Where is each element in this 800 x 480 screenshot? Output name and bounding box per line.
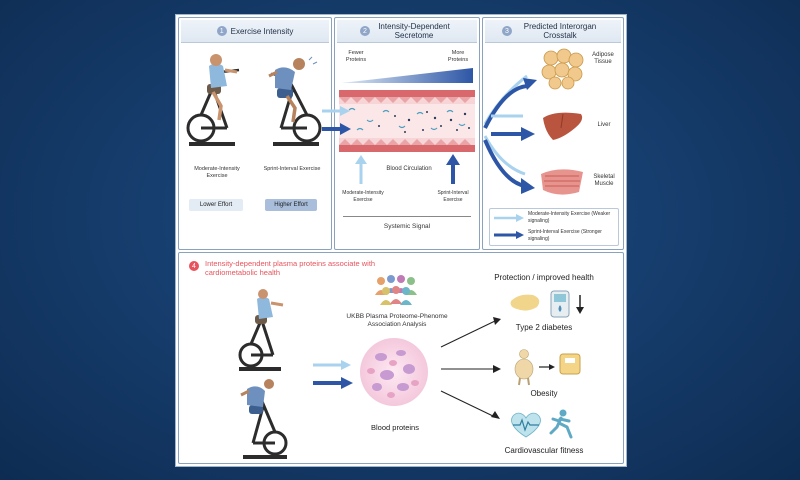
legend-light-arrow-icon <box>494 214 524 222</box>
panel3-header: 3 Predicted Interorgan Crosstalk <box>485 20 621 43</box>
panel2-moderate-label: Moderate-Intensity Exercise <box>342 190 384 203</box>
panel4-intensity-arrows <box>313 360 353 389</box>
panel-interorgan-crosstalk: 3 Predicted Interorgan Crosstalk Adipose… <box>482 17 624 250</box>
p1-to-p2-arrows <box>322 106 351 135</box>
moderate-up-arrow <box>355 155 367 184</box>
panel3-number: 3 <box>502 26 512 36</box>
protection-header: Protection / improved health <box>494 273 594 282</box>
panel3-title: Predicted Interorgan Crosstalk <box>523 22 597 40</box>
blood-vessel-illustration <box>339 90 475 152</box>
liver-icon <box>543 112 583 140</box>
panel2-number: 2 <box>360 26 370 36</box>
outcome-diabetes-label: Type 2 diabetes <box>515 323 573 332</box>
right-arrow-icon <box>539 364 555 370</box>
sprint-cyclist-icon <box>268 56 322 146</box>
legend-sprint-label: Sprint-Interval Exercise (Stronger signa… <box>528 229 602 242</box>
skeletal-muscle-icon <box>541 169 583 195</box>
figure-sheet: 1 Exercise Intensity <box>175 14 627 467</box>
panel2-header: 2 Intensity-Dependent Secretome <box>337 20 477 43</box>
outcome-arrows <box>440 317 501 419</box>
heart-monitor-icon <box>511 412 541 438</box>
legend-moderate-label: Moderate-Intensity Exercise (Weaker sign… <box>528 211 611 224</box>
panel-cardiometabolic: 4 Intensity-dependent plasma proteins as… <box>178 252 624 464</box>
higher-effort-tag: Higher Effort <box>265 199 317 211</box>
scale-icon <box>559 353 581 375</box>
body-figure-icon <box>514 349 534 386</box>
fewer-proteins-label: Fewer Proteins <box>345 50 367 63</box>
down-arrow-icon <box>576 295 584 314</box>
organ-muscle-label: Skeletal Muscle <box>593 174 615 187</box>
panel-secretome: 2 Intensity-Dependent Secretome Fewer Pr… <box>334 17 480 250</box>
panel2-sprint-label: Sprint-Interval Exercise <box>437 190 469 203</box>
more-proteins-label: More Proteins <box>447 50 469 63</box>
population-group-icon <box>375 275 417 305</box>
panel-exercise-intensity: 1 Exercise Intensity <box>178 17 332 250</box>
outcome-obesity-label: Obesity <box>530 389 558 398</box>
blood-circulation-label: Blood Circulation <box>386 166 432 172</box>
sprint-exercise-label: Sprint-Interval Exercise <box>263 166 321 172</box>
panel1-header: 1 Exercise Intensity <box>181 20 329 43</box>
outcome-cardio-label: Cardiovascular fitness <box>504 446 584 455</box>
moderate-exercise-label: Moderate-Intensity Exercise <box>194 166 240 179</box>
panel1-title: Exercise Intensity <box>230 26 294 36</box>
organ-adipose-label: Adipose Tissue <box>592 52 614 65</box>
moderate-cyclist-icon <box>186 54 240 146</box>
panel4-number: 4 <box>189 261 199 271</box>
blood-proteins-icon <box>360 338 428 406</box>
panel4-heading: 4 Intensity-dependent plasma proteins as… <box>189 259 379 277</box>
organ-liver-label: Liver <box>597 122 611 128</box>
legend-dark-arrow-icon <box>494 231 524 239</box>
panel4-sprint-cyclist-icon <box>240 379 288 459</box>
crosstalk-fan-arrows <box>483 74 537 194</box>
crosstalk-legend: Moderate-Intensity Exercise (Weaker sign… <box>489 208 619 246</box>
panel1-number: 1 <box>216 26 227 36</box>
sprint-up-arrow <box>446 154 460 184</box>
runner-icon <box>549 409 573 439</box>
glucose-meter-icon <box>550 290 570 318</box>
lower-effort-tag: Lower Effort <box>189 199 243 211</box>
ukbb-analysis-label: UKBB Plasma Proteome-Phenome Association… <box>346 313 448 328</box>
panel2-title: Intensity-Dependent Secretome <box>378 22 450 40</box>
systemic-signal-label: Systemic Signal <box>383 223 431 230</box>
systemic-divider <box>343 216 471 217</box>
adipose-tissue-icon <box>541 48 584 90</box>
pancreas-icon <box>510 294 540 311</box>
blood-proteins-label: Blood proteins <box>371 423 419 432</box>
protein-gradient-wedge <box>341 68 473 83</box>
panel4-title: Intensity-dependent plasma proteins asso… <box>205 259 376 277</box>
panel4-moderate-cyclist-icon <box>238 289 284 371</box>
